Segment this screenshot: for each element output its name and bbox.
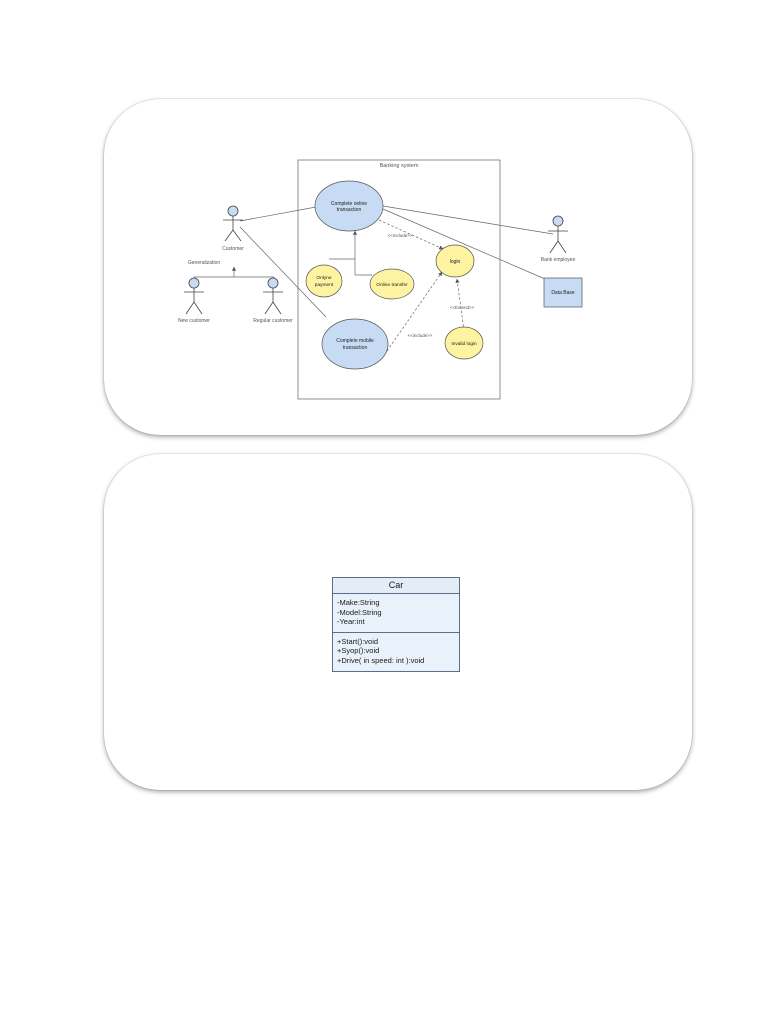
svg-text:transaction: transaction — [337, 207, 362, 213]
new-customer-actor-icon — [184, 277, 204, 315]
database-box — [543, 277, 583, 308]
method-syop: +Syop():void — [337, 646, 380, 656]
methods-section: +Start():void +Syop():void +Drive( in sp… — [333, 631, 459, 671]
attribute-make: -Make:String — [337, 598, 380, 607]
svg-text:login: login — [450, 259, 461, 265]
dependency-lines — [378, 219, 465, 352]
include-label-1: <<Include>> — [387, 233, 412, 238]
use-case-invalid-login: Invalid login — [444, 326, 484, 360]
bank-employee-actor-icon — [548, 215, 568, 254]
car-class-box: Car -Make:String -Model:String -Year:int… — [332, 577, 460, 672]
generalization-label: Generalization — [188, 260, 220, 266]
attribute-model: -Model:String — [337, 607, 382, 617]
new-customer-label: New customer — [178, 318, 210, 324]
svg-text:payment: payment — [315, 282, 334, 288]
use-case-login: login — [435, 244, 475, 278]
use-case-online-payment: Onlyne payment — [305, 264, 343, 298]
bank-employee-label: Bank employee — [541, 257, 576, 263]
regular-customer-actor-icon — [263, 277, 283, 315]
include-label-2: <<include>> — [408, 333, 433, 338]
use-case-diagram-card: Banking system <<Include>> <<include>> <… — [104, 99, 692, 435]
class-name: Car — [333, 578, 459, 594]
customer-label: Customer — [222, 246, 244, 252]
method-drive: +Drive( in speed: int ):void — [337, 655, 425, 665]
system-title: Banking system — [380, 163, 419, 169]
svg-text:Onlyne: Onlyne — [316, 275, 332, 281]
attributes-section: -Make:String -Model:String -Year:int — [333, 594, 459, 632]
use-case-complete-mobile: Complete mobile transaction — [321, 318, 389, 370]
use-case-complete-online: Complete online transaction — [314, 180, 384, 232]
regular-customer-label: Regular customer — [253, 318, 293, 324]
svg-text:Online transfer: Online transfer — [376, 282, 408, 288]
association-lines — [193, 205, 554, 318]
extend-label: <<Extend>> — [450, 305, 475, 310]
use-case-online-transfer: Online transfer — [369, 268, 415, 300]
class-diagram-card: Car -Make:String -Model:String -Year:int… — [104, 454, 692, 790]
svg-text:Complete mobile: Complete mobile — [336, 338, 374, 344]
attribute-year: -Year:int — [337, 617, 365, 627]
svg-text:Invalid login: Invalid login — [451, 341, 477, 347]
svg-text:transaction: transaction — [343, 345, 368, 351]
svg-text:Complete online: Complete online — [331, 201, 367, 207]
use-case-diagram: Banking system <<Include>> <<include>> <… — [178, 159, 583, 400]
customer-actor-icon — [223, 205, 243, 242]
method-start: +Start():void — [337, 636, 379, 646]
database-label: Data Base — [551, 290, 575, 296]
